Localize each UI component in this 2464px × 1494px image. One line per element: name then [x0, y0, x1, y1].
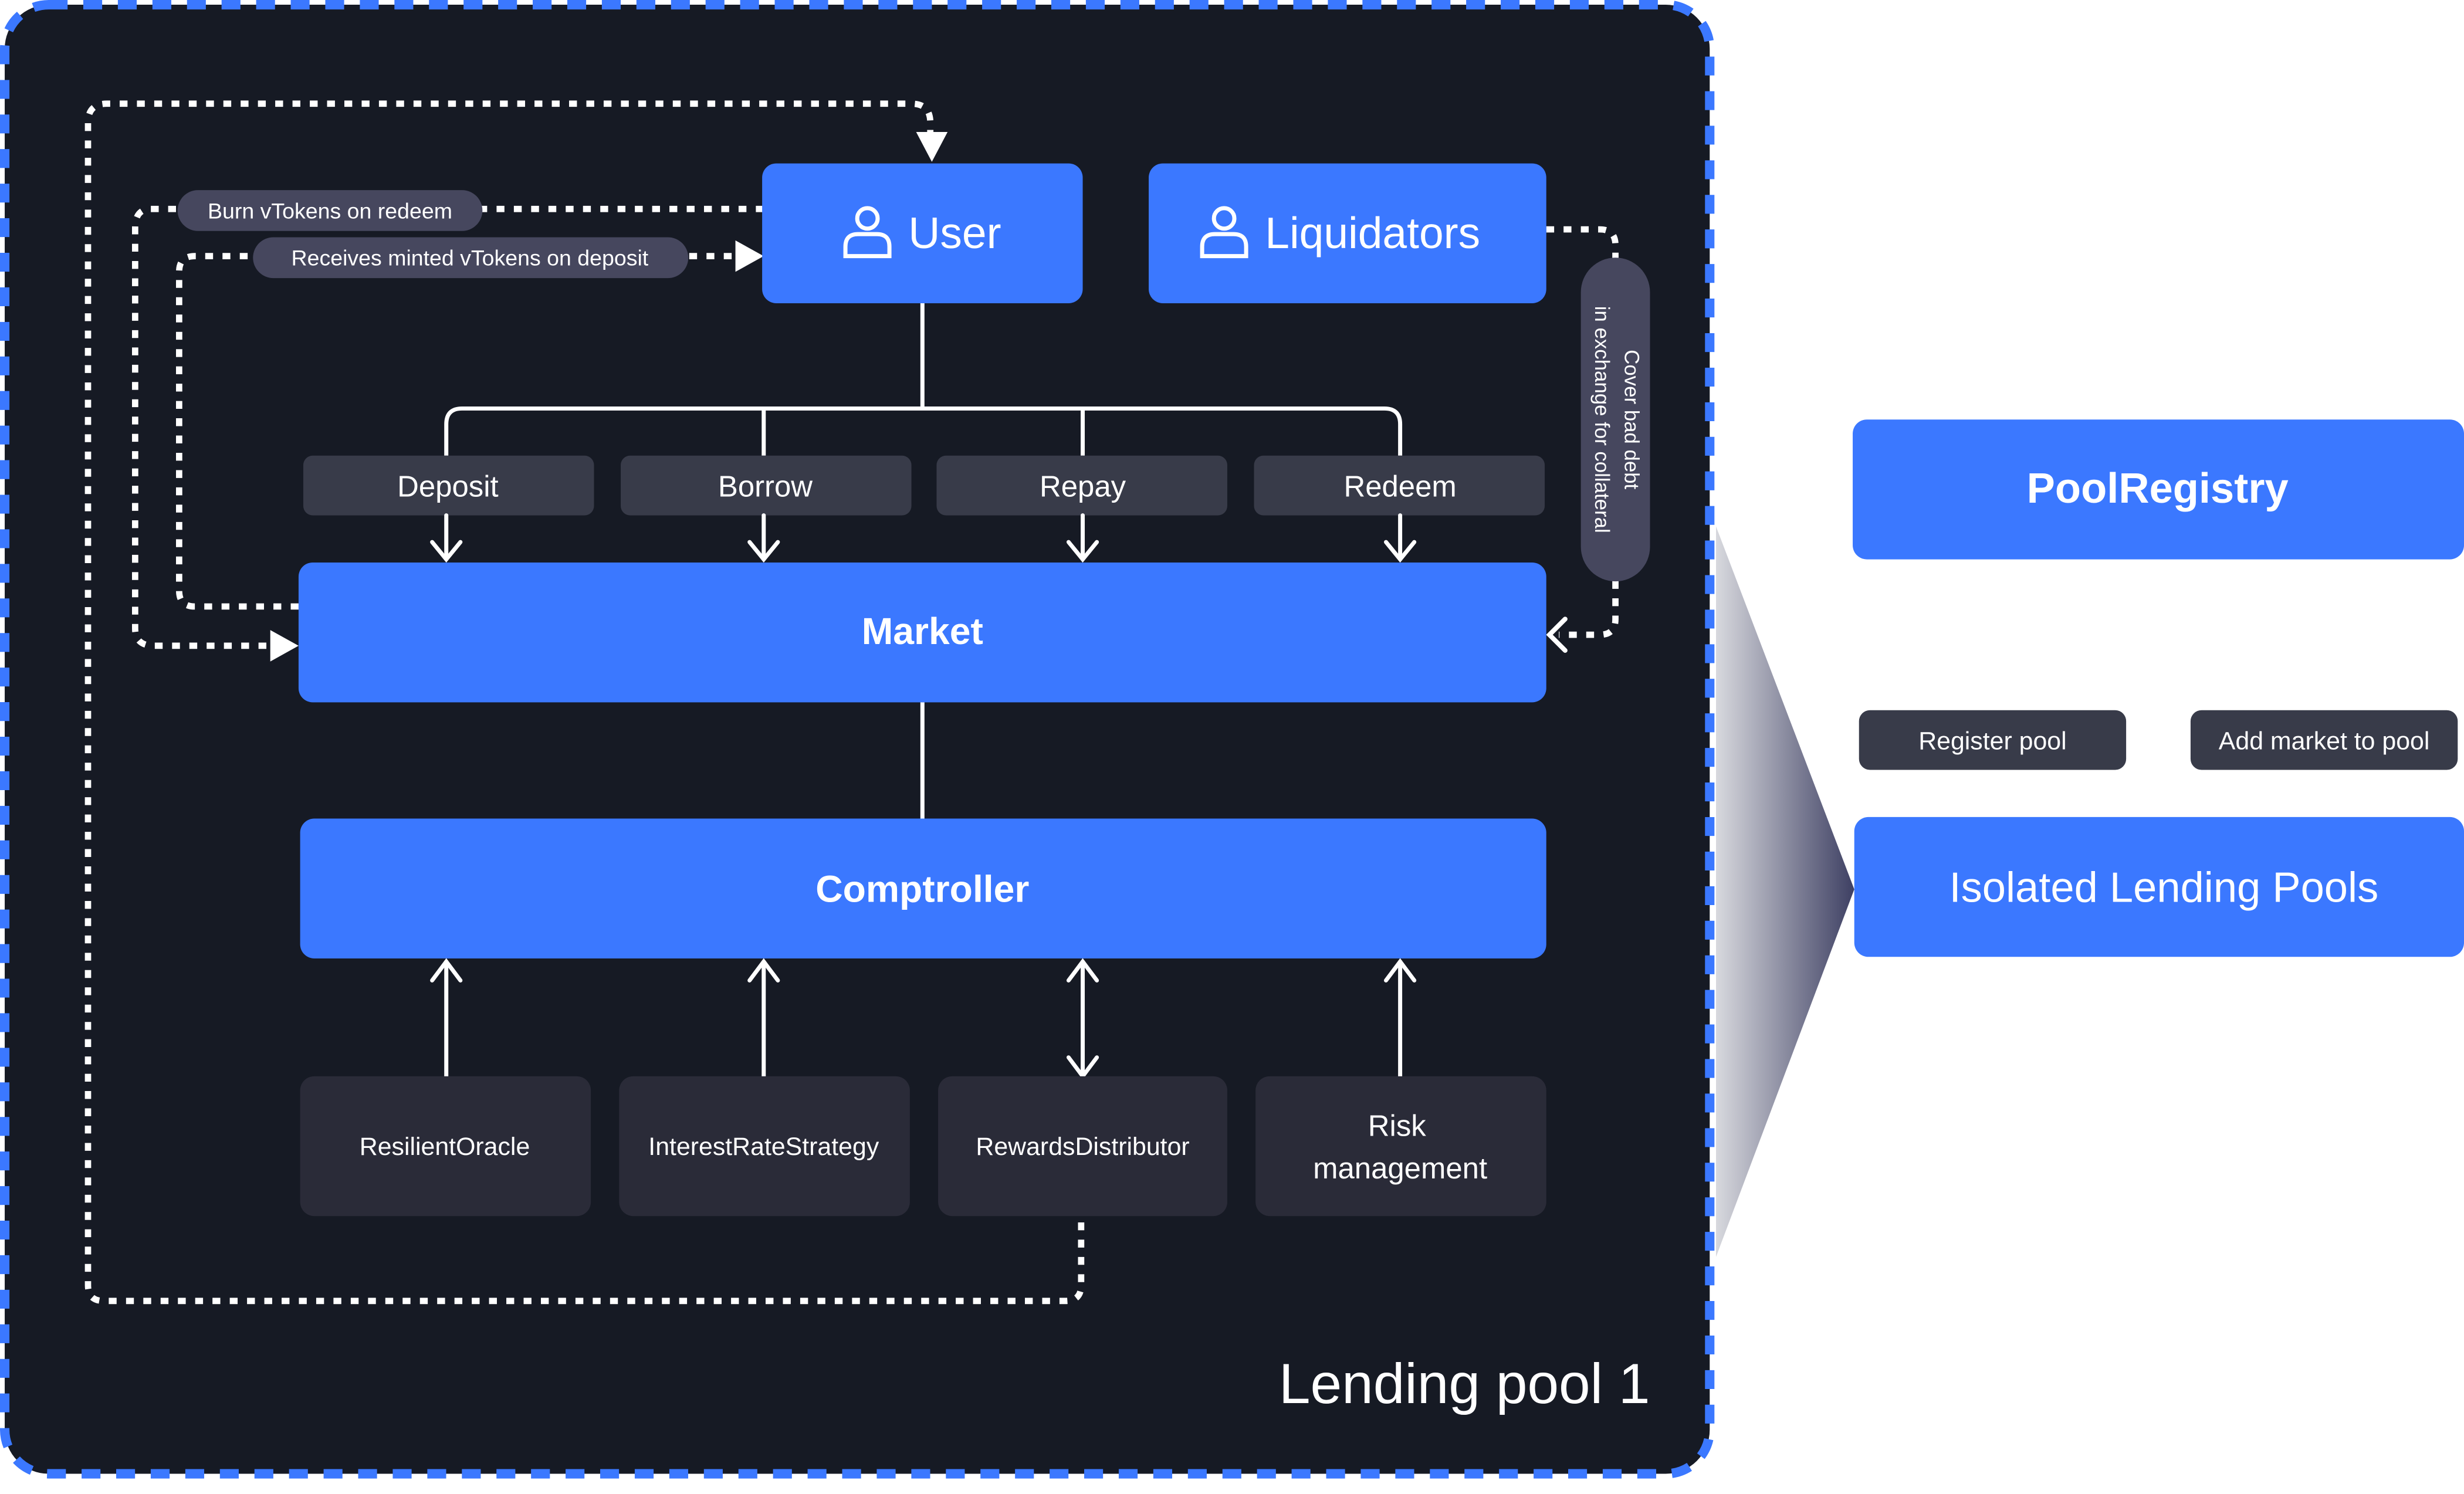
- isolated-pools-node[interactable]: Isolated Lending Pools: [1854, 817, 2464, 957]
- lending-pool-label: Lending pool 1: [1279, 1353, 1650, 1415]
- component-arrows: [430, 958, 1417, 1080]
- arrowhead-user-top: [916, 132, 948, 162]
- arrowhead-market-left: [270, 630, 299, 662]
- action-borrow[interactable]: Borrow: [621, 455, 912, 516]
- component-risk-management-label-1: Risk: [1368, 1109, 1426, 1143]
- action-repay[interactable]: Repay: [936, 455, 1227, 516]
- component-interest-rate-strategy-label: InterestRateStrategy: [648, 1133, 879, 1161]
- zoom-connector: [1716, 526, 1854, 1257]
- user-node[interactable]: User: [762, 163, 1083, 303]
- liquidators-user-icon: [1200, 206, 1248, 259]
- register-pool-button[interactable]: Register pool: [1859, 710, 2127, 770]
- rewards-to-user-flow: [84, 100, 1085, 1305]
- cover-label-line1: Cover bad debt: [1620, 350, 1643, 489]
- add-market-button[interactable]: Add market to pool: [2190, 710, 2458, 770]
- arrowhead-market-right: [1546, 616, 1568, 653]
- market-node[interactable]: Market: [298, 562, 1546, 703]
- user-action-tree: [444, 303, 1403, 456]
- component-risk-management[interactable]: Risk management: [1255, 1076, 1546, 1217]
- action-arrows: [430, 513, 1417, 563]
- comptroller-node[interactable]: Comptroller: [300, 818, 1546, 958]
- add-market-label: Add market to pool: [2219, 727, 2430, 756]
- comptroller-label: Comptroller: [815, 868, 1029, 910]
- component-interest-rate-strategy[interactable]: InterestRateStrategy: [619, 1076, 910, 1217]
- component-rewards-distributor[interactable]: RewardsDistributor: [938, 1076, 1227, 1217]
- pool-registry-label: PoolRegistry: [2027, 465, 2289, 512]
- component-risk-management-label-2: management: [1313, 1151, 1487, 1185]
- action-deposit[interactable]: Deposit: [303, 455, 594, 516]
- action-repay-label: Repay: [1040, 469, 1126, 503]
- burn-pill: [177, 190, 483, 231]
- burn-label: Burn vTokens on redeem: [208, 198, 452, 223]
- action-deposit-label: Deposit: [397, 469, 498, 503]
- isolated-pools-label: Isolated Lending Pools: [1949, 865, 2379, 912]
- market-label: Market: [862, 610, 983, 652]
- pool-registry-node[interactable]: PoolRegistry: [1853, 419, 2464, 560]
- action-redeem-label: Redeem: [1343, 469, 1456, 503]
- component-resilient-oracle-label: ResilientOracle: [360, 1133, 530, 1161]
- receive-label: Receives minted vTokens on deposit: [292, 246, 649, 270]
- arrowhead-user-left: [735, 240, 764, 272]
- liquidators-node[interactable]: Liquidators: [1149, 163, 1546, 303]
- action-borrow-label: Borrow: [718, 469, 813, 503]
- component-rewards-distributor-label: RewardsDistributor: [976, 1133, 1189, 1161]
- cover-label-line2: in exchange for collateral: [1590, 306, 1613, 533]
- user-label: User: [908, 208, 1001, 258]
- cover-pill: [1580, 258, 1650, 582]
- action-redeem[interactable]: Redeem: [1254, 455, 1545, 516]
- user-icon: [843, 206, 892, 259]
- receive-flow: [176, 253, 736, 610]
- component-resilient-oracle[interactable]: ResilientOracle: [300, 1076, 591, 1217]
- register-pool-label: Register pool: [1918, 727, 2066, 756]
- receive-pill: [253, 237, 689, 279]
- liquidators-label: Liquidators: [1265, 208, 1480, 258]
